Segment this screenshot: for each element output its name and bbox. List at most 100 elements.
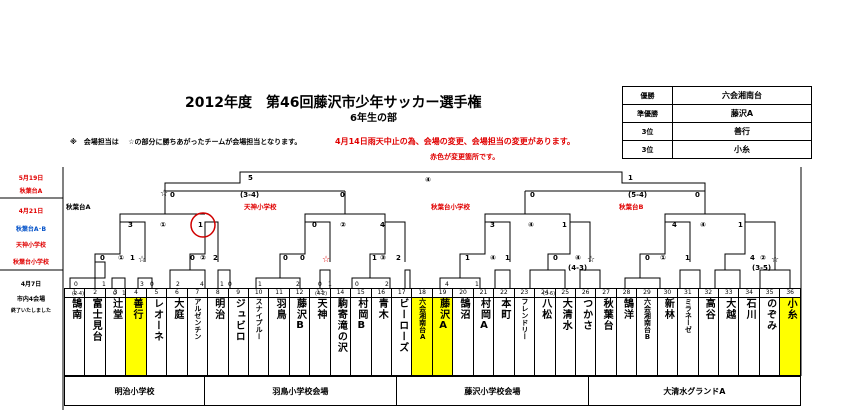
venue-label: 羽鳥小学校会場 [203,376,397,406]
team-cell: 善行 [125,297,147,376]
score: 3 [128,221,133,229]
score: 0 [312,221,317,229]
score: 1 [328,281,332,288]
team-cell: 六会湘南台A [411,297,433,376]
team-name: フレンドリー [520,298,529,340]
team-name: 高谷 [703,298,715,320]
draw-number: ④ [490,254,496,262]
team-cell: 高谷 [697,297,720,376]
score: 3 [490,221,495,229]
team-name: 辻堂 [110,298,122,320]
team-number: 24 [534,288,556,298]
bracket-lines [0,167,802,410]
team-cell: のぞみ [758,297,781,376]
team-number: 26 [574,288,597,298]
team-name: 明治 [212,298,224,320]
team-cell: 駒寄滝の沢 [329,297,352,376]
team-number: 21 [472,288,495,298]
results-table: 優勝六会湘南台 準優勝藤沢A 3位善行 3位小糸 [622,86,812,159]
venue-label: 藤沢小学校会場 [395,376,589,406]
team-number: 3 [104,288,127,298]
team-cell: ミラネーゼ [677,297,699,376]
draw-number: ① [118,254,124,262]
team-number: 8 [207,288,229,298]
team-name: 善行 [131,298,143,320]
score: 1 [258,281,262,288]
team-name: 鵠洋 [621,298,633,320]
team-number: 11 [268,288,290,298]
team-name: レオーネ [151,298,163,342]
team-number: 23 [513,288,536,298]
star-icon: ☆ [160,189,168,199]
venue-note: ※ 会場担当は ☆の部分に勝ちあがったチームが会場担当となります。 [70,138,302,146]
team-name: 鵠南 [69,298,81,320]
score: 1 [475,281,479,288]
score: 1 [738,221,743,229]
team-name: 六会湘南台A [418,298,427,341]
sf-score: 0 [340,191,345,199]
draw-number: ④ [528,221,534,229]
score: 1 [130,254,135,262]
team-cell: スナイプルー [247,297,270,376]
team-number: 29 [636,288,658,298]
score: 1 [465,254,470,262]
team-number: 10 [247,288,270,298]
team-cell: フレンドリー [513,297,536,376]
final-scores: 5 1 ④ 0 (3-4) 0 0 (5-4) 0 [170,174,700,199]
team-name: 羽鳥 [274,298,286,320]
final-score-right: 1 [628,174,633,182]
round-venue-2a: 秋葉台A･B [15,226,47,233]
sf-score: 0 [170,191,175,199]
team-number: 32 [697,288,720,298]
team-number: 22 [493,288,515,298]
score: 0 [553,254,558,262]
team-number: 15 [350,288,372,298]
results-row: 3位小糸 [622,140,812,159]
team-cell: 六会湘南台B [636,297,658,376]
draw-number: ④ [425,176,431,184]
team-name: 六会湘南台B [643,298,652,341]
team-number: 1 [63,288,86,298]
round-done: 終了いたしました [10,308,51,314]
star-icon: ☆ [138,255,146,265]
score: 4 [200,281,204,288]
star-icon: ☆ [587,255,595,265]
pk-score: (3-5) [752,264,771,272]
team-cell: 石川 [738,297,760,376]
venues-table: 明治小学校 羽鳥小学校会場 藤沢小学校会場 大清水グランドA [64,376,802,406]
team-number: 34 [738,288,760,298]
team-name: のぞみ [764,298,776,331]
page-subtitle: 6年生の部 [350,113,397,124]
team-number: 35 [758,288,781,298]
team-cell: ビーローズ [390,297,413,376]
venue-label: 明治小学校 [64,376,205,406]
team-name: 鵠沼 [458,298,470,320]
results-row: 優勝六会湘南台 [622,86,812,105]
team-name: 八松 [539,298,551,320]
team-cell: 小糸 [779,297,801,376]
venue-tag-4: 秋葉台B [619,203,644,211]
score: 2 [396,254,401,262]
team-number: 13 [309,288,331,298]
team-number: 25 [554,288,576,298]
team-name: 青木 [376,298,388,320]
team-cell: 鵠南 [63,297,86,376]
score: 1 [102,281,106,288]
score: 1 [220,281,224,288]
team-number: 6 [166,288,188,298]
round-date-final: 5月19日 [18,175,44,182]
draw-number: ④ [700,221,706,229]
team-cell: 羽鳥 [268,297,290,376]
team-number: 36 [779,288,801,298]
team-number: 27 [595,288,617,298]
score: 4 [750,254,755,262]
round2-scores: 0 ① 1 0 ② 2 0 0 1 ③ 2 1 ④ 1 0 ④ (4-3) 0 … [100,254,771,272]
round-venue-2c: 秋葉台小学校 [12,259,49,266]
team-number: 9 [227,288,249,298]
team-number: 31 [677,288,699,298]
score: 1 [372,254,377,262]
team-name: 新林 [662,298,674,320]
venue-stars: ☆ ☆ ☆ ☆ ☆ [138,189,779,265]
